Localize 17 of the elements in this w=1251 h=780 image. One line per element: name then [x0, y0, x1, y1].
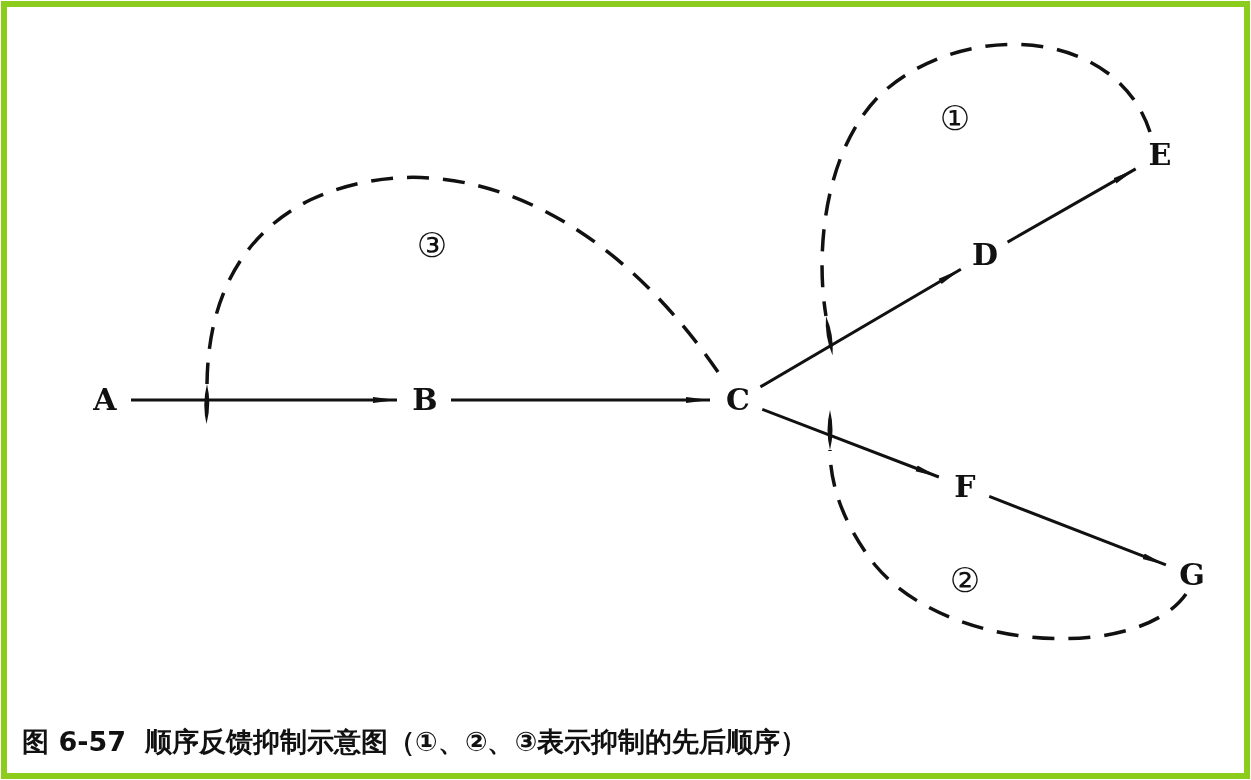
inhibition-curve — [203, 175, 720, 424]
inhibition-curve — [826, 410, 1188, 641]
node-label: G — [1172, 555, 1212, 595]
arrow — [761, 407, 940, 479]
inhibition-curve — [820, 42, 1152, 356]
node-label: C — [718, 380, 758, 420]
arrow — [451, 397, 710, 403]
arrow — [759, 267, 962, 389]
arrow — [988, 495, 1167, 567]
node-label: A — [85, 380, 125, 420]
node-label: D — [965, 235, 1005, 275]
node-label: F — [945, 467, 985, 507]
node-label: B — [405, 380, 445, 420]
arrow — [1006, 167, 1137, 244]
node-label: E — [1140, 135, 1180, 175]
figure-caption: 图 6-57 顺序反馈抑制示意图（①、②、③表示抑制的先后顺序） — [22, 725, 808, 759]
arrow — [131, 397, 397, 403]
